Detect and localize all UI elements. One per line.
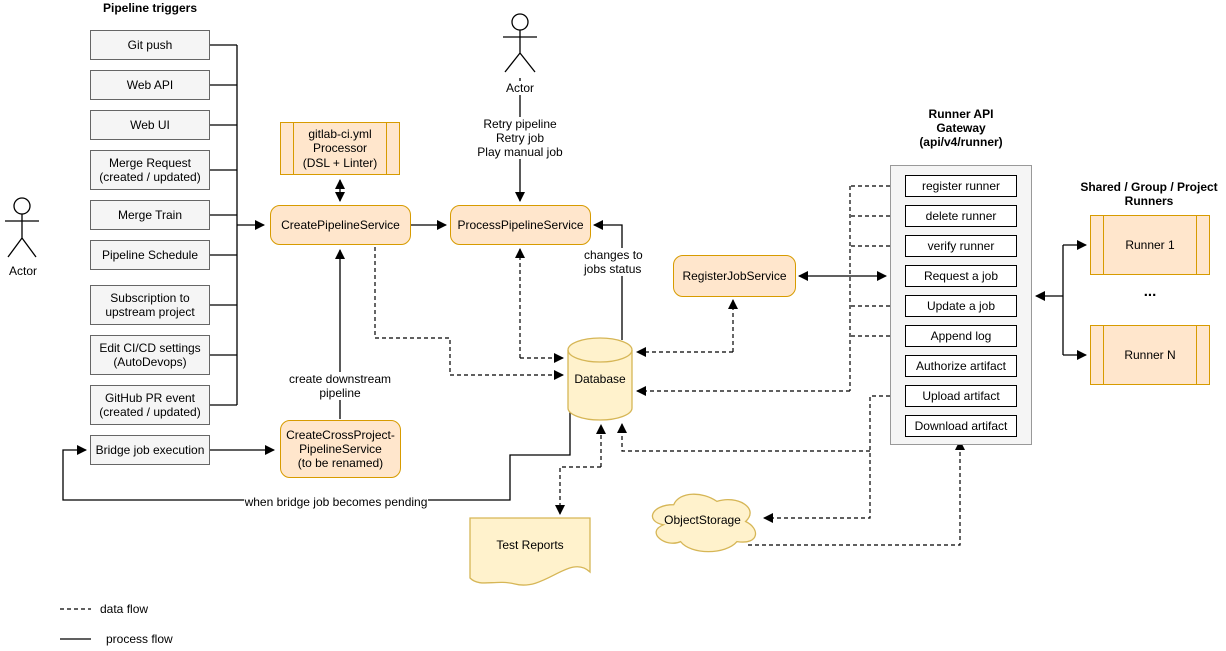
node-pipeline-schedule: Pipeline Schedule	[90, 240, 210, 270]
node-subscription-upstream: Subscription to upstream project	[90, 285, 210, 325]
endpoint-authorize-artifact: Authorize artifact	[905, 355, 1017, 377]
object-storage-cloud	[651, 493, 756, 553]
node-git-push: Git push	[90, 30, 210, 60]
pipeline-triggers-title: Pipeline triggers	[102, 1, 198, 15]
node-web-ui: Web UI	[90, 110, 210, 140]
node-merge-train: Merge Train	[90, 200, 210, 230]
test-reports-label: Test Reports	[496, 538, 564, 552]
actor-left-label: Actor	[8, 264, 37, 278]
endpoint-register-runner: register runner	[905, 175, 1017, 197]
node-runner-1: Runner 1	[1090, 215, 1210, 275]
legend-data-flow-label: data flow	[100, 602, 149, 616]
node-merge-request: Merge Request (created / updated)	[90, 150, 210, 190]
runners-title: Shared / Group / Project Runners	[1080, 180, 1218, 209]
database-label: Database	[574, 372, 626, 386]
top-actor-actions-label: Retry pipeline Retry job Play manual job	[452, 117, 588, 160]
node-runner-n: Runner N	[1090, 325, 1210, 385]
node-register-job-service: RegisterJobService	[673, 255, 796, 297]
actor-top-figure	[503, 13, 537, 73]
edge-label-when-bridge-job-pending: when bridge job becomes pending	[244, 495, 428, 509]
endpoint-append-log: Append log	[905, 325, 1017, 347]
actor-left-figure	[5, 197, 39, 258]
node-bridge-job-execution: Bridge job execution	[90, 435, 210, 465]
endpoint-delete-runner: delete runner	[905, 205, 1017, 227]
endpoint-update-a-job: Update a job	[905, 295, 1017, 317]
node-create-cross-project-pipeline-service: CreateCrossProject- PipelineService (to …	[280, 420, 401, 478]
data-flow-edges	[60, 185, 965, 610]
node-gitlab-ci-yml-processor: gitlab-ci.yml Processor (DSL + Linter)	[280, 122, 400, 175]
node-github-pr-event: GitHub PR event (created / updated)	[90, 385, 210, 425]
actor-top-label: Actor	[496, 81, 544, 95]
edge-label-create-downstream-pipeline: create downstream pipeline	[275, 372, 405, 401]
endpoint-upload-artifact: Upload artifact	[905, 385, 1017, 407]
object-storage-label: ObjectStorage	[664, 513, 741, 527]
runner-api-gateway-title: Runner API Gateway (api/v4/runner)	[919, 107, 1003, 150]
test-reports-document	[469, 517, 591, 586]
runners-ellipsis: ...	[1143, 283, 1157, 300]
node-web-api: Web API	[90, 70, 210, 100]
endpoint-download-artifact: Download artifact	[905, 415, 1017, 437]
endpoint-verify-runner: verify runner	[905, 235, 1017, 257]
database-cylinder	[567, 337, 633, 421]
node-edit-cicd-settings: Edit CI/CD settings (AutoDevops)	[90, 335, 210, 375]
node-process-pipeline-service: ProcessPipelineService	[450, 205, 591, 245]
legend-process-flow-label: process flow	[106, 632, 173, 646]
node-create-pipeline-service: CreatePipelineService	[270, 205, 411, 245]
endpoint-request-a-job: Request a job	[905, 265, 1017, 287]
edge-label-changes-to-jobs-status: changes to jobs status	[584, 248, 644, 277]
